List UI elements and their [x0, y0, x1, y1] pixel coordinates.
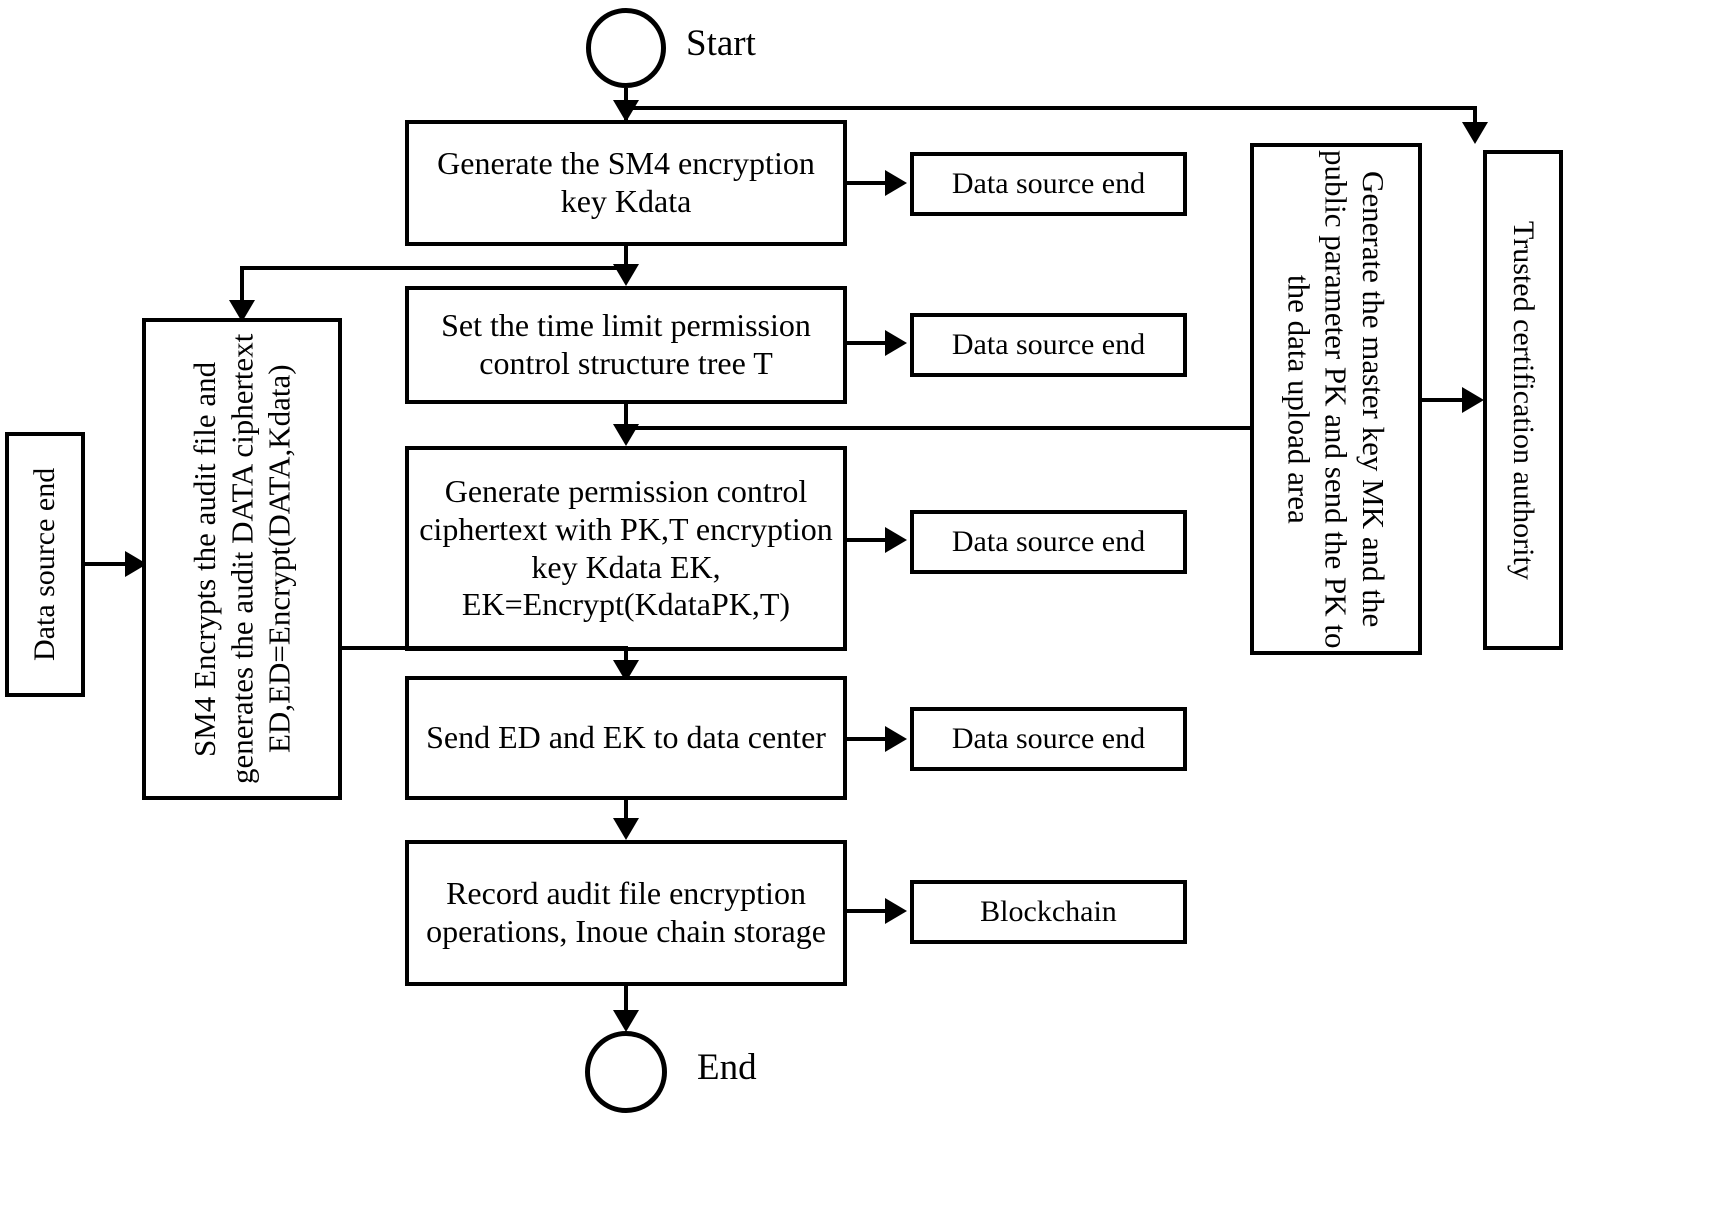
process-step-2[interactable]: Set the time limit permission control st… [405, 286, 847, 404]
master-key-gen-box[interactable]: Generate the master key MK and the publi… [1250, 143, 1422, 655]
connector-start-to-step1 [624, 88, 628, 110]
connector-step2-to-step3 [624, 404, 628, 438]
process-step-4-label: Send ED and EK to data center [426, 719, 826, 756]
connector-step4-to-step5 [624, 800, 628, 832]
trusted-ca-label: Trusted certification authority [1507, 220, 1540, 580]
actor-box-2-label: Data source end [951, 328, 1146, 362]
arrowhead-step1-to-actor1 [885, 170, 907, 196]
connector-step5-to-blockchain [847, 909, 892, 913]
start-terminator [586, 8, 666, 88]
connector-step1-to-step2 [624, 246, 628, 274]
process-step-2-label: Set the time limit permission control st… [441, 307, 811, 381]
arrowhead-step4-to-step5 [613, 818, 639, 840]
arrowhead-step3-to-actor3 [885, 527, 907, 553]
arrowhead-into-sm4-box [229, 300, 255, 322]
process-step-5[interactable]: Record audit file encryption operations,… [405, 840, 847, 986]
left-data-source-label: Data source end [28, 467, 61, 662]
arrowhead-step4-to-actor4 [885, 726, 907, 752]
connector-step1-to-sm4-branch [240, 266, 628, 270]
connector-step1-to-actor1 [847, 181, 892, 185]
connector-step5-to-end [624, 986, 628, 1026]
actor-box-3-label: Data source end [951, 525, 1146, 559]
connector-step3-to-actor3 [847, 538, 892, 542]
arrowhead-step2-to-actor2 [885, 330, 907, 356]
arrowhead-masterkey-to-trusted-ca [1462, 387, 1484, 413]
actor-box-2[interactable]: Data source end [910, 313, 1187, 377]
actor-box-blockchain[interactable]: Blockchain [910, 880, 1187, 944]
arrowhead-step5-to-blockchain [885, 898, 907, 924]
process-step-3[interactable]: Generate permission control ciphertext w… [405, 446, 847, 651]
trusted-ca-box[interactable]: Trusted certification authority [1483, 150, 1563, 650]
connector-masterkey-to-main-column [624, 426, 1253, 430]
actor-box-4-label: Data source end [951, 722, 1146, 756]
actor-box-1-label: Data source end [951, 167, 1146, 201]
sm4-encrypt-box[interactable]: SM4 Encrypts the audit file and generate… [142, 318, 342, 800]
sm4-encrypt-label: SM4 Encrypts the audit file and generate… [187, 333, 297, 785]
master-key-gen-label: Generate the master key MK and the publi… [1281, 149, 1391, 649]
left-data-source-box[interactable]: Data source end [5, 432, 85, 697]
process-step-1[interactable]: Generate the SM4 encryption key Kdata [405, 120, 847, 246]
actor-box-1[interactable]: Data source end [910, 152, 1187, 216]
end-terminator [585, 1031, 667, 1113]
actor-box-4[interactable]: Data source end [910, 707, 1187, 771]
actor-box-blockchain-label: Blockchain [980, 895, 1117, 929]
connector-step4-to-actor4 [847, 737, 892, 741]
connector-sm4-to-main-column [340, 646, 628, 650]
process-step-3-label: Generate permission control ciphertext w… [419, 473, 833, 623]
process-step-5-label: Record audit file encryption operations,… [426, 875, 826, 949]
connector-step2-to-actor2 [847, 341, 892, 345]
arrowhead-into-master-key-box [1462, 122, 1488, 144]
process-step-4[interactable]: Send ED and EK to data center [405, 676, 847, 800]
start-label: Start [686, 23, 756, 64]
connector-sm4-branch-down [240, 266, 244, 312]
connector-masterkey-to-trusted-ca [1422, 398, 1472, 402]
arrowhead-left-actor-to-sm4 [125, 551, 147, 577]
arrowhead-step5-to-end [613, 1010, 639, 1032]
connector-start-to-right-branch [624, 106, 1477, 110]
connector-right-branch-down [1473, 106, 1477, 132]
connector-left-actor-to-sm4 [85, 562, 133, 566]
arrowhead-start-to-step1 [613, 100, 639, 122]
end-label: End [697, 1047, 757, 1088]
actor-box-3[interactable]: Data source end [910, 510, 1187, 574]
process-step-1-label: Generate the SM4 encryption key Kdata [437, 145, 815, 219]
